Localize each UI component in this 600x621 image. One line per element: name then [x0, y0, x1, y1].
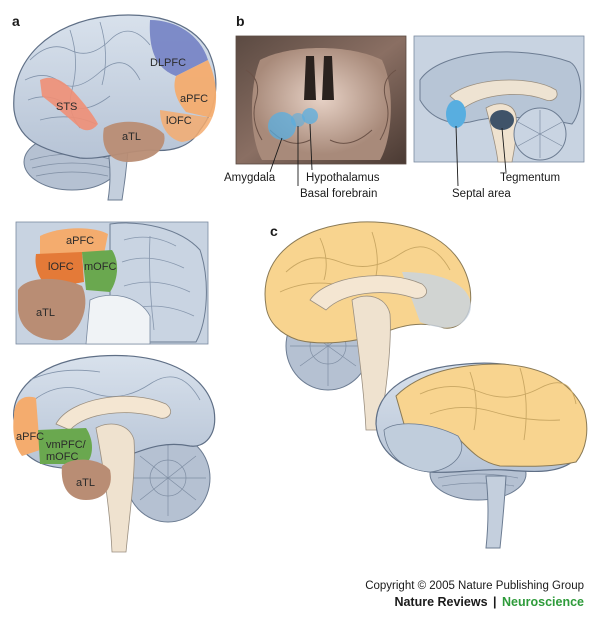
- label-atl-lateral: aTL: [122, 131, 141, 143]
- label-atl-medial: aTL: [76, 477, 95, 489]
- journal-brand: Nature Reviews | Neuroscience: [365, 594, 584, 611]
- panel-c-lateral-brain: [375, 362, 588, 549]
- region-lofc: [160, 110, 212, 142]
- highlight-tegmentum: [490, 110, 514, 130]
- label-basal-forebrain: Basal forebrain: [300, 188, 377, 200]
- ventral-brain-view: aPFC lOFC mOFC aTL: [15, 221, 209, 345]
- label-lofc-lateral: lOFC: [166, 115, 192, 127]
- label-septal-area: Septal area: [452, 188, 511, 200]
- brand-main: Nature Reviews: [394, 595, 488, 609]
- medial-brain-view: aPFC vmPFC/ mOFC aTL: [13, 354, 216, 553]
- region-mofc-ventral: [82, 250, 118, 292]
- highlight-hypothalamus: [302, 108, 318, 124]
- label-lofc-ventral: lOFC: [48, 261, 74, 273]
- sagittal-schematic: Tegmentum Septal area: [413, 35, 585, 200]
- region-atl-ventral: [18, 278, 86, 341]
- panel-letter-a: a: [12, 13, 20, 29]
- label-mofc-ventral: mOFC: [84, 261, 116, 273]
- brand-separator: |: [493, 595, 497, 609]
- highlight-basal-forebrain: [291, 113, 305, 127]
- label-vmpfc-medial: vmPFC/: [46, 439, 87, 451]
- label-tegmentum: Tegmentum: [500, 172, 560, 184]
- label-atl-ventral: aTL: [36, 307, 55, 319]
- highlight-amygdala: [268, 112, 296, 140]
- label-apfc-medial: aPFC: [16, 431, 44, 443]
- label-hypothalamus: Hypothalamus: [306, 172, 380, 184]
- panel-c-medial-brain: [264, 221, 472, 431]
- region-sts: [40, 77, 98, 131]
- copyright-footer: Copyright © 2005 Nature Publishing Group…: [365, 579, 584, 611]
- region-apfc-medial: [13, 396, 40, 456]
- label-apfc-ventral: aPFC: [66, 235, 94, 247]
- label-apfc-lateral: aPFC: [180, 93, 208, 105]
- region-atl: [103, 121, 165, 162]
- panel-letter-b: b: [236, 13, 245, 29]
- label-dlpfc: DLPFC: [150, 57, 186, 69]
- brand-sub: Neuroscience: [502, 595, 584, 609]
- region-apfc-ventral: [40, 228, 108, 256]
- panel-letter-c: c: [270, 223, 278, 239]
- lateral-brain-view: DLPFC aPFC STS lOFC aTL: [13, 14, 217, 201]
- label-sts: STS: [56, 101, 77, 113]
- coronal-mri-slice: Amygdala Hypothalamus Basal forebrain: [224, 35, 407, 200]
- region-apfc: [174, 60, 217, 118]
- highlight-septal-area: [446, 100, 466, 128]
- region-vmpfc-medial: [38, 428, 92, 464]
- label-mofc-medial: mOFC: [46, 451, 78, 463]
- copyright-text: Copyright © 2005 Nature Publishing Group: [365, 580, 584, 592]
- region-atl-medial: [61, 459, 111, 500]
- region-dlpfc: [149, 20, 208, 76]
- label-amygdala: Amygdala: [224, 172, 276, 184]
